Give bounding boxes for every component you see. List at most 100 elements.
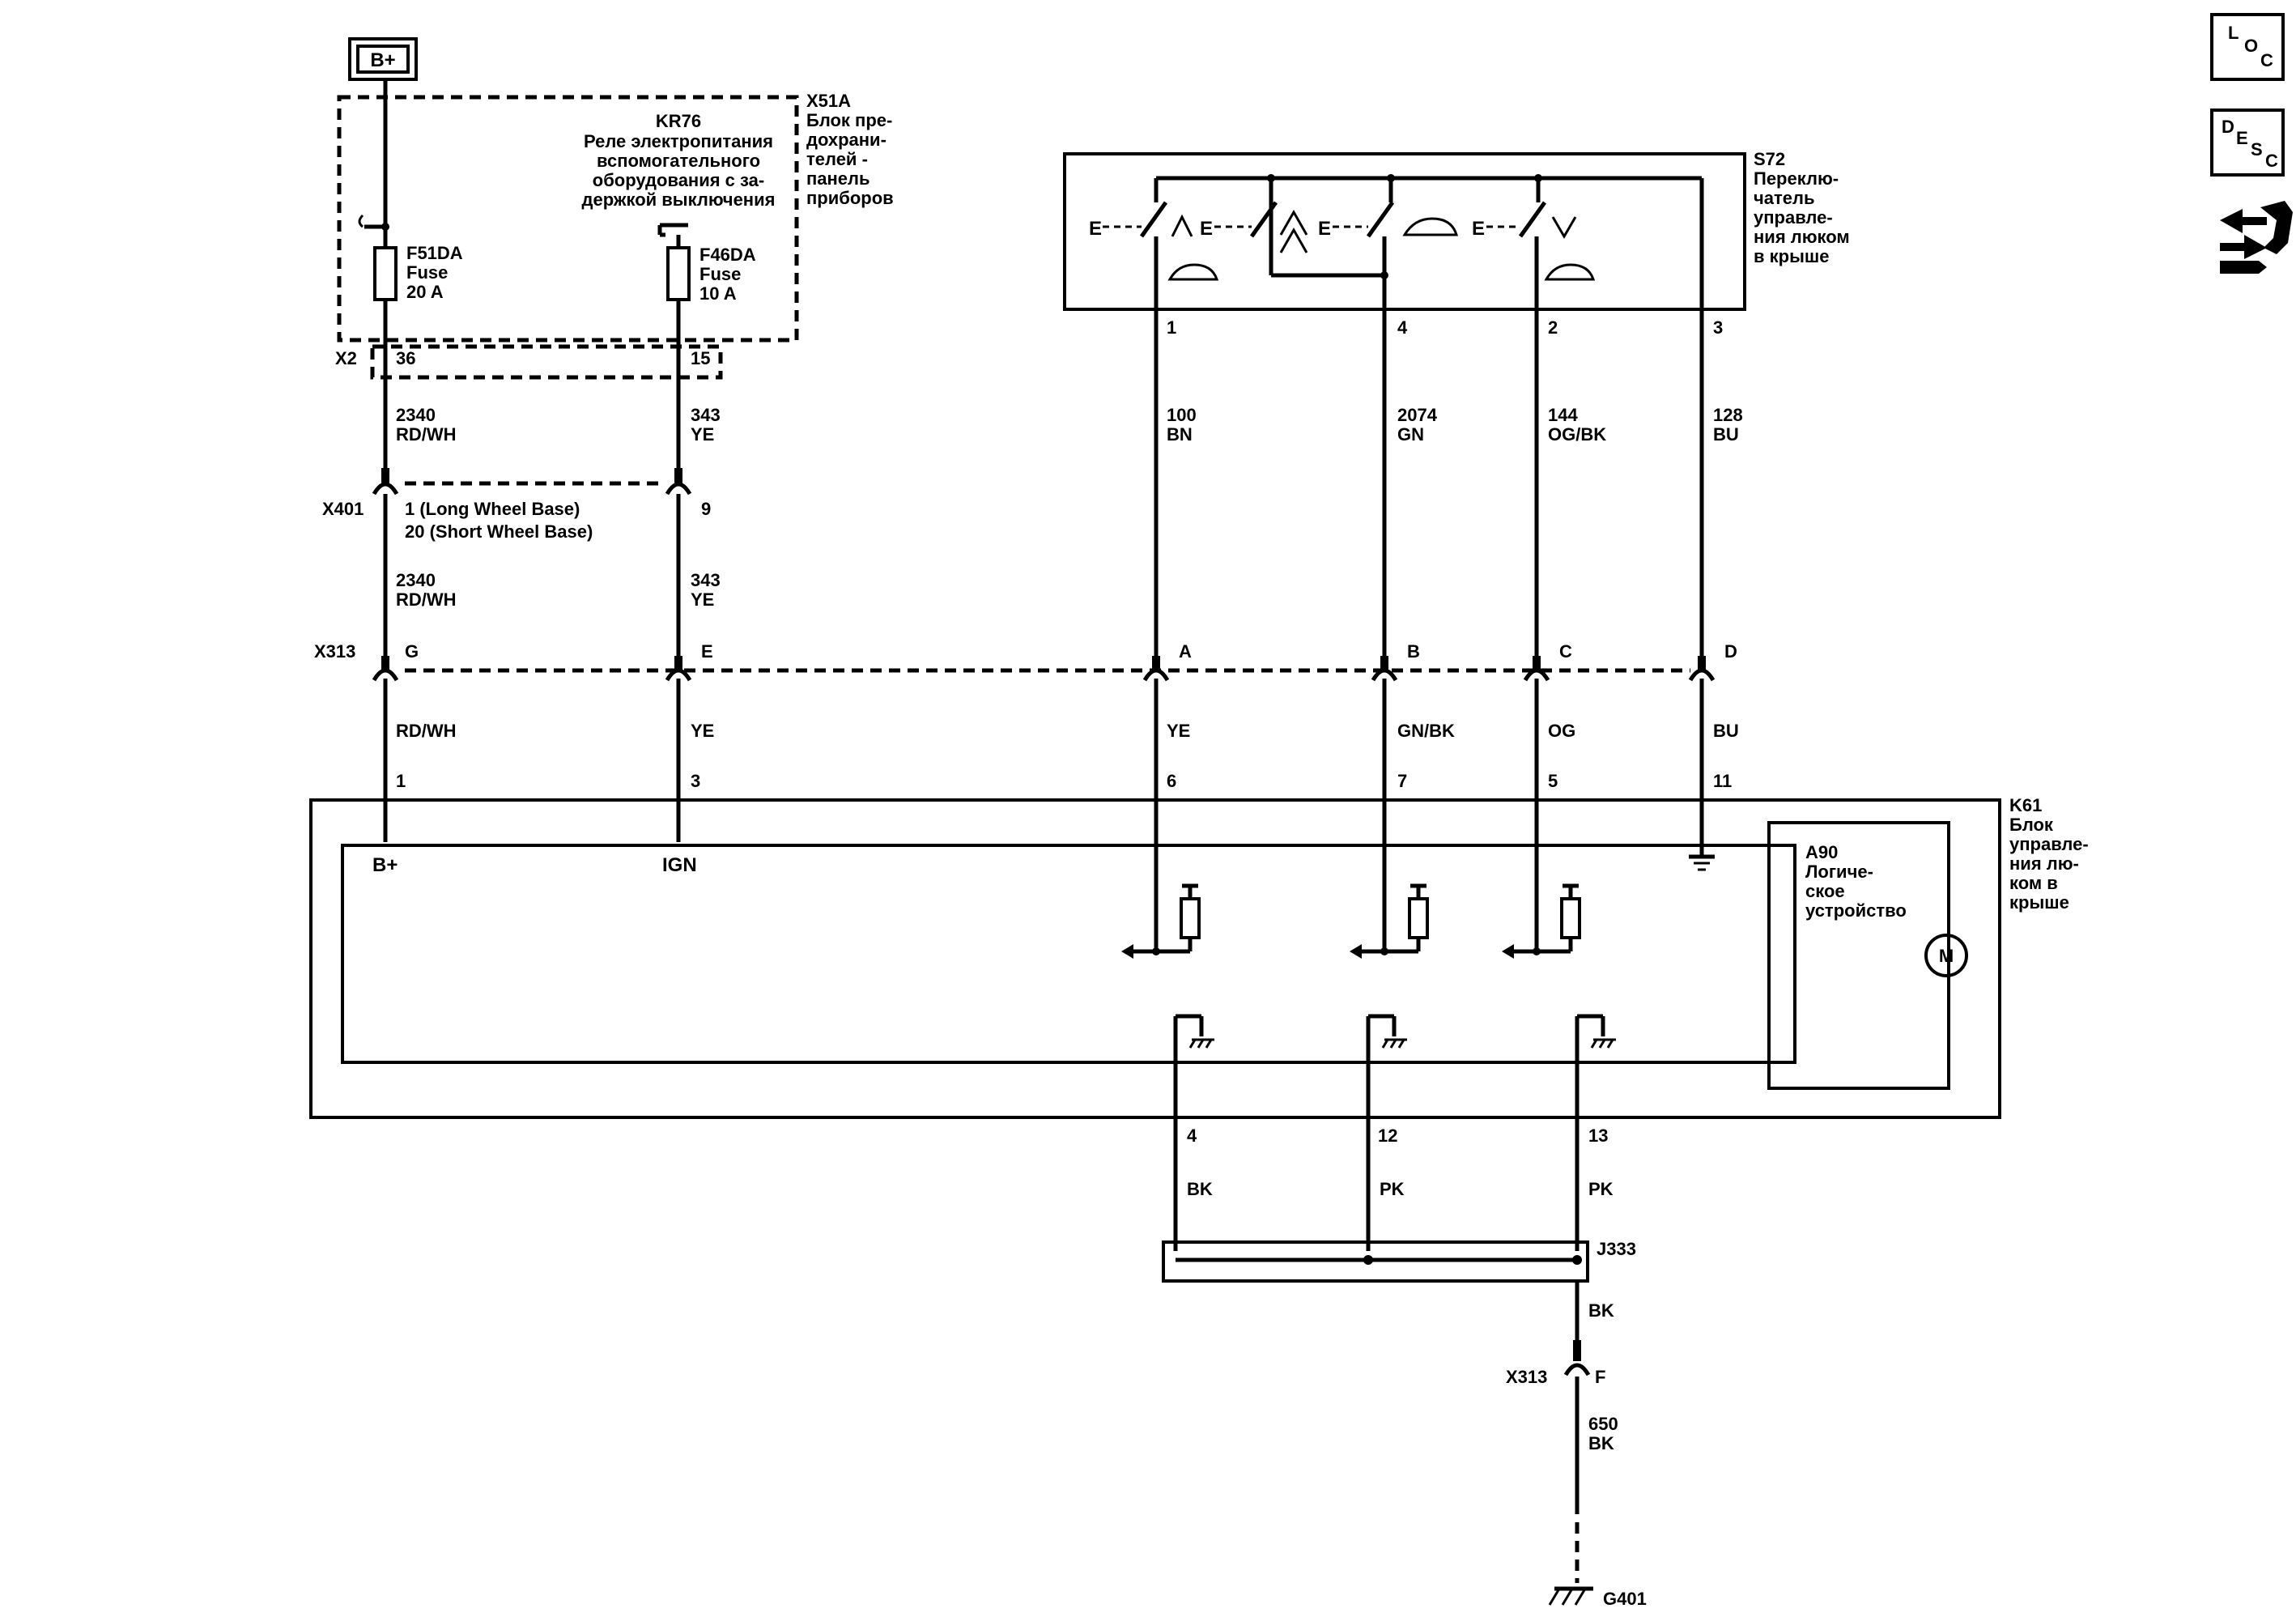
wire-2340-circuit: 2340 xyxy=(396,405,436,425)
arrow-up-icon xyxy=(1171,214,1193,237)
logic-name-3: устройство xyxy=(1805,900,1907,921)
motor-label: M xyxy=(1939,946,1954,966)
ground-circuit: BK PK PK J333 BK X313 F 650 BK G401 xyxy=(1162,1134,1647,1609)
fuse2-type: Fuse xyxy=(699,264,741,284)
module-pin-7: 7 xyxy=(1397,771,1407,791)
wire-144-color: OG/BK xyxy=(1548,424,1606,445)
fuse1-hook xyxy=(358,214,364,228)
module-bplus-label: B+ xyxy=(372,854,398,876)
fuse2-rating: 10 A xyxy=(699,283,737,304)
desc-button[interactable]: D E S C xyxy=(2210,109,2285,177)
module-id: K61 xyxy=(2009,795,2042,815)
ground-wire-650-color: BK xyxy=(1588,1433,1614,1453)
switch-e-mark-1: E xyxy=(1089,218,1102,240)
sunroof-module-k61: K61 Блок управле- ния лю- ком в крыше 1 … xyxy=(309,771,2089,1146)
switch-name-4: ния люком xyxy=(1754,227,1850,247)
wire-128-circuit: 128 xyxy=(1713,405,1743,425)
x401-pin-9: 9 xyxy=(701,499,711,519)
ground-wire-pk-2: PK xyxy=(1588,1179,1614,1199)
battery-label: B+ xyxy=(370,49,395,71)
switch-pin-3: 3 xyxy=(1713,317,1723,338)
wires xyxy=(383,79,1704,951)
switch-name-2: чатель xyxy=(1754,188,1815,208)
module-pin-3: 3 xyxy=(691,771,700,791)
x313-bottom-pin: F xyxy=(1595,1367,1605,1387)
x313-pin-b: B xyxy=(1407,641,1420,662)
module-name-2: управле- xyxy=(2009,834,2089,854)
fuse-block-name-4: панель xyxy=(806,168,870,189)
module-pin-4: 4 xyxy=(1187,1126,1197,1146)
loc-letter-o: O xyxy=(2244,36,2258,56)
svg-text:E: E xyxy=(1200,218,1213,240)
wire-low-3: YE xyxy=(1167,721,1190,741)
module-pin-5: 5 xyxy=(1548,771,1558,791)
module-pin-6: 6 xyxy=(1167,771,1176,791)
wire-343-circuit: 343 xyxy=(691,405,721,425)
internal-ground-3 xyxy=(1575,1014,1616,1134)
switch-id: S72 xyxy=(1754,149,1785,169)
fuse-block-x51a: X51A Блок пре- дохрани- телей - панель п… xyxy=(335,91,894,380)
sunroof-switch-s72: S72 Переклю- чатель управле- ния люком в… xyxy=(1063,149,1850,338)
wire-low-6: BU xyxy=(1713,721,1739,741)
fuse-block-name-2: дохрани- xyxy=(806,130,887,150)
wire-low-4: GN/BK xyxy=(1397,721,1455,741)
ground-wire-pk-1: PK xyxy=(1380,1179,1405,1199)
desc-letter-e: E xyxy=(2236,128,2248,148)
connector-x313: X313 G E A B C D xyxy=(314,641,1737,682)
x401-id: X401 xyxy=(322,499,364,519)
x2-id: X2 xyxy=(335,348,357,368)
wire-mid-2340-color: RD/WH xyxy=(396,589,457,610)
wire-mid-2340-circuit: 2340 xyxy=(396,570,436,590)
x313-pin-g: G xyxy=(405,641,419,662)
wire-low-2: YE xyxy=(691,721,714,741)
x313-pin-d: D xyxy=(1724,641,1737,662)
module-pin-1: 1 xyxy=(396,771,406,791)
splice-out-color: BK xyxy=(1588,1300,1614,1321)
switch-pin-1: 1 xyxy=(1167,317,1176,338)
battery-source: B+ xyxy=(348,37,418,81)
module-pin-13: 13 xyxy=(1588,1126,1608,1146)
fuse-block-id: X51A xyxy=(806,91,851,111)
module-name-3: ния лю- xyxy=(2009,853,2079,874)
wire-mid-343-circuit: 343 xyxy=(691,570,721,590)
wire-mid-343-color: YE xyxy=(691,589,714,610)
splice-j333 xyxy=(1162,1240,1589,1283)
x2-pin-15: 15 xyxy=(691,348,710,368)
module-pin-12: 12 xyxy=(1378,1126,1397,1146)
internal-ground-2 xyxy=(1366,1014,1407,1134)
wire-343-color: YE xyxy=(691,424,714,445)
internal-ground-1 xyxy=(1173,1014,1214,1134)
connector-x401: X401 1 (Long Wheel Base) 20 (Short Wheel… xyxy=(322,468,711,542)
upper-wire-labels: 2340 RD/WH 343 YE 100 BN 2074 GN 144 OG/… xyxy=(396,405,1743,445)
double-arrow-up-icon xyxy=(1279,209,1308,253)
fuse1-rating: 20 A xyxy=(406,282,444,302)
lower-wire-labels: RD/WH YE YE GN/BK OG BU xyxy=(396,721,1739,741)
svg-text:E: E xyxy=(1472,218,1485,240)
x313-id: X313 xyxy=(314,641,355,662)
arrow-down-icon xyxy=(1551,216,1577,239)
x2-pin-36: 36 xyxy=(396,348,415,368)
connector-tool-icon[interactable] xyxy=(2220,201,2293,274)
loc-button[interactable]: L O C xyxy=(2210,13,2285,81)
wire-low-5: OG xyxy=(1548,721,1575,741)
fuse-block-name-5: приборов xyxy=(806,188,894,208)
car-tilt-icon xyxy=(1167,263,1219,281)
wire-144-circuit: 144 xyxy=(1548,405,1578,425)
logic-name-1: Логиче- xyxy=(1805,862,1873,882)
switch-name-3: управле- xyxy=(1754,207,1833,228)
loc-letter-l: L xyxy=(2228,23,2239,43)
x313-pin-a: A xyxy=(1179,641,1192,662)
relay-name-4: держкой выключения xyxy=(582,189,776,210)
ground-id: G401 xyxy=(1603,1589,1647,1609)
x401-pin-20: 20 (Short Wheel Base) xyxy=(405,521,593,542)
x313-pin-c: C xyxy=(1559,641,1572,662)
car-close-icon xyxy=(1544,263,1596,281)
wire-100-color: BN xyxy=(1167,424,1193,445)
wire-128-color: BU xyxy=(1713,424,1739,445)
relay-name-2: вспомогательного xyxy=(597,151,760,171)
logic-id: A90 xyxy=(1805,842,1838,862)
fuse1-id: F51DA xyxy=(406,243,463,263)
fuse-block-name-3: телей - xyxy=(806,149,868,169)
mid-wire-labels: 2340 RD/WH 343 YE xyxy=(396,570,721,610)
